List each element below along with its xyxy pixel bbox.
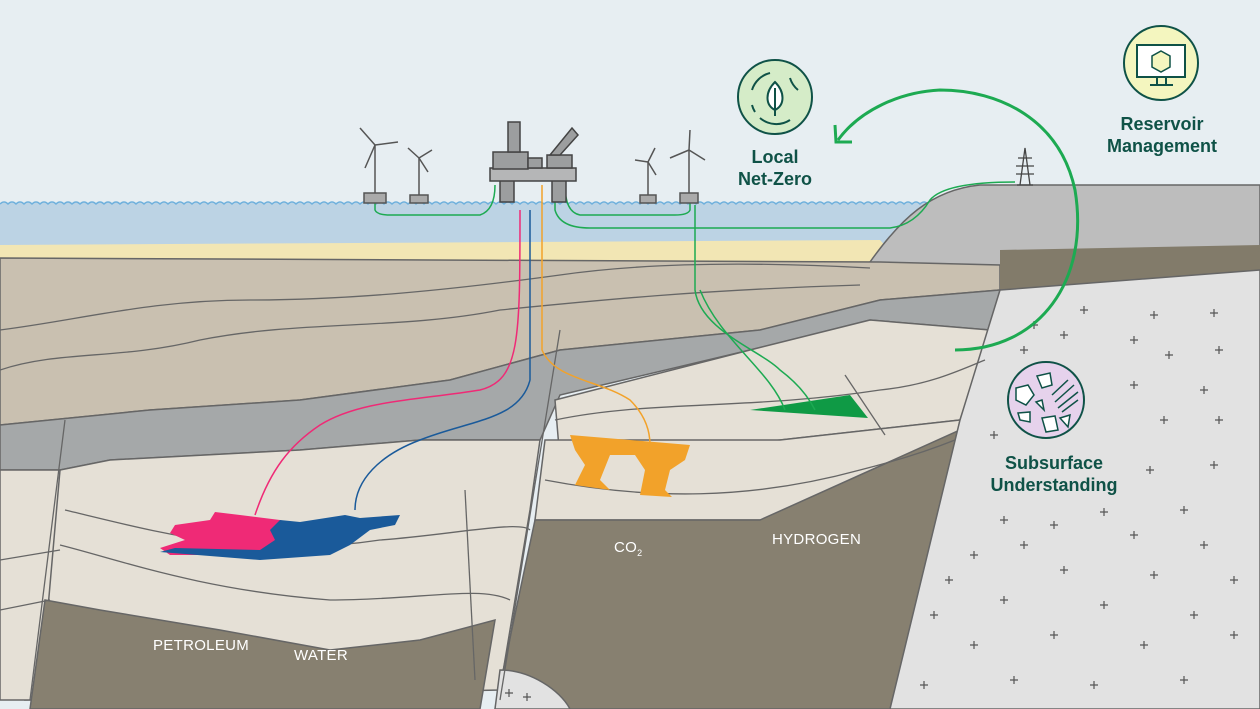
granite-cross xyxy=(1210,461,1218,469)
co2-label: CO2 xyxy=(614,539,642,558)
wind-power-line xyxy=(374,184,496,216)
granite-cross xyxy=(970,641,978,649)
granite-cross xyxy=(523,693,531,701)
feedback-arrow xyxy=(836,88,1080,352)
power-pylon xyxy=(1016,147,1034,186)
petroleum-flow-line xyxy=(254,209,521,516)
granite-cross xyxy=(1160,416,1168,424)
petroleum-accumulation xyxy=(160,512,300,555)
hydrogen-label: HYDROGEN xyxy=(772,531,862,548)
granite-cross xyxy=(1100,601,1108,609)
hydrogen-storage xyxy=(750,395,868,418)
granite-cross xyxy=(1060,331,1068,339)
granite-cross xyxy=(1150,311,1158,319)
granite-cross xyxy=(1200,541,1208,549)
wind-turbines xyxy=(359,127,706,204)
co2-plume xyxy=(570,435,690,497)
wind-turbine xyxy=(359,127,399,204)
water-flow-line xyxy=(354,210,531,511)
granite-cross xyxy=(1190,611,1198,619)
granite-cross xyxy=(1000,596,1008,604)
granite-cross xyxy=(1100,508,1108,516)
label-line: Management xyxy=(1106,136,1218,156)
granite-cross xyxy=(1215,416,1223,424)
offshore-platform xyxy=(489,121,579,203)
hydrogen-flow-line-return xyxy=(699,289,786,411)
granite-cross xyxy=(1230,631,1238,639)
granite-cross xyxy=(1210,309,1218,317)
granite-cross xyxy=(1140,641,1148,649)
granite-block xyxy=(889,269,1260,709)
granite-cross xyxy=(1180,676,1188,684)
granite-cross xyxy=(1200,386,1208,394)
granite-cross xyxy=(945,576,953,584)
granite-cross xyxy=(1180,506,1188,514)
granite-cross xyxy=(1215,346,1223,354)
leaf-recycle-icon xyxy=(737,59,813,135)
granite-cross xyxy=(1090,681,1098,689)
granite-cross xyxy=(1130,336,1138,344)
granite-cross xyxy=(1080,306,1088,314)
label-line: Local xyxy=(751,147,799,167)
granite-cross xyxy=(1146,466,1154,474)
subsurface-understanding-label: Subsurface Understanding xyxy=(982,452,1126,496)
granite-cross xyxy=(1050,521,1058,529)
basement-left xyxy=(29,599,496,709)
granite-cross xyxy=(1165,351,1173,359)
co2-text: CO xyxy=(614,539,638,556)
granite-cross xyxy=(1130,531,1138,539)
granite-cross xyxy=(970,551,978,559)
granite-cross xyxy=(1010,676,1018,684)
granite-cross xyxy=(1060,566,1068,574)
co2-subscript: 2 xyxy=(637,548,643,558)
granite-cross xyxy=(505,689,513,697)
petroleum-label: PETROLEUM xyxy=(153,637,250,654)
granite-cross xyxy=(1000,516,1008,524)
monitor-cube-icon xyxy=(1123,25,1199,101)
granite-cross xyxy=(990,431,998,439)
granite-cross xyxy=(1020,346,1028,354)
hydrogen-flow-line xyxy=(694,205,816,411)
local-net-zero-label: Local Net-Zero xyxy=(735,146,815,190)
granite-cross xyxy=(1130,381,1138,389)
granite-cross xyxy=(920,681,928,689)
reservoir-management-label: Reservoir Management xyxy=(1100,113,1224,157)
granite-cross xyxy=(1150,571,1158,579)
label-line: Subsurface xyxy=(1004,453,1104,473)
feedback-arrowhead xyxy=(833,124,852,144)
water-label: WATER xyxy=(294,647,348,664)
label-line: Net-Zero xyxy=(737,169,812,189)
rock-grains-icon xyxy=(1007,361,1085,439)
strata-lines xyxy=(0,263,986,701)
wind-turbine xyxy=(634,147,657,204)
granite-cross xyxy=(1050,631,1058,639)
granite-cross xyxy=(930,611,938,619)
waves xyxy=(0,201,961,206)
granite-cross xyxy=(1230,576,1238,584)
water-accumulation xyxy=(160,515,400,560)
label-line: Understanding xyxy=(990,475,1118,495)
co2-flow-line xyxy=(541,185,651,446)
wind-turbine xyxy=(669,129,706,204)
label-line: Reservoir xyxy=(1120,114,1204,134)
grid-export-line xyxy=(554,181,1016,229)
wind-turbine xyxy=(407,147,433,204)
seabed-sand xyxy=(0,240,900,262)
granite-cross xyxy=(1020,541,1028,549)
